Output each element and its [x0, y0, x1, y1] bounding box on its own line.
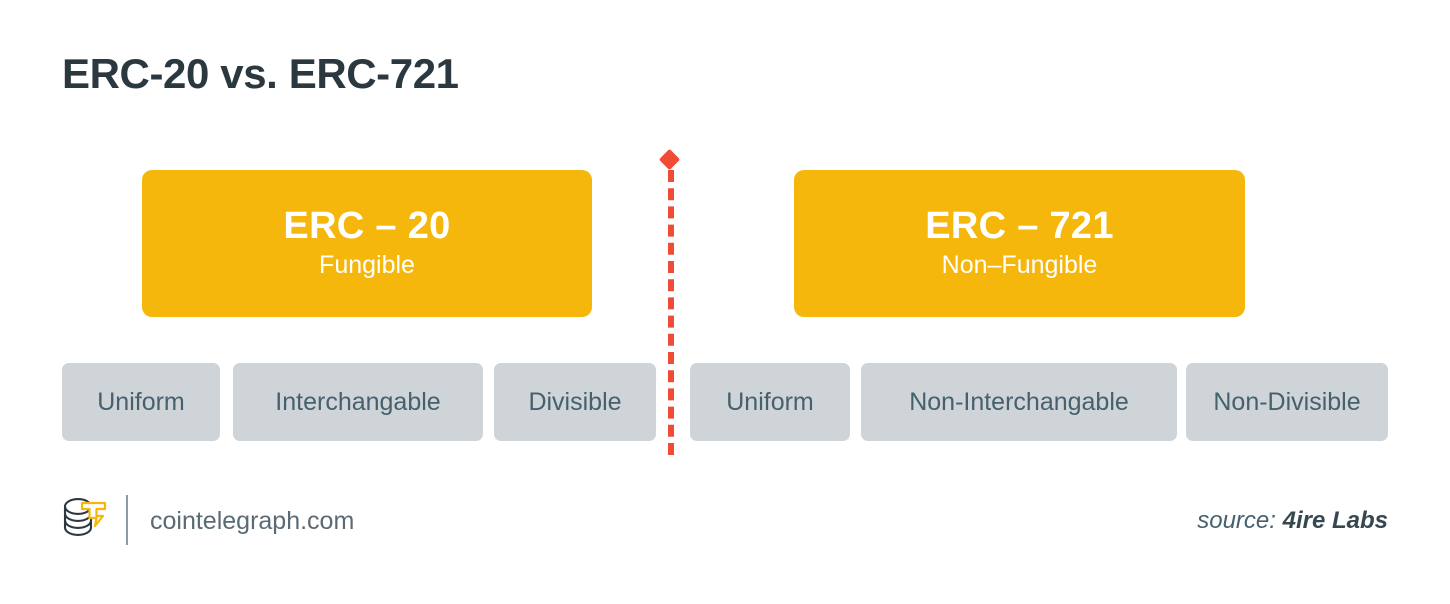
erc20-card-title: ERC – 20 [283, 204, 451, 247]
chip-label: Uniform [97, 387, 185, 416]
footer-source-name: 4ire Labs [1282, 507, 1388, 534]
divider-dashed-line [668, 170, 674, 455]
chip-label: Non-Interchangable [909, 387, 1129, 416]
page-title: ERC-20 vs. ERC-721 [62, 50, 459, 97]
cointelegraph-coin-bolt-logo-icon [58, 494, 110, 546]
erc721-attribute-chip: Uniform [690, 363, 850, 441]
chip-label: Non-Divisible [1213, 387, 1361, 416]
diamond-marker-icon [658, 148, 681, 171]
erc20-card-subtitle: Fungible [319, 251, 415, 280]
erc721-attribute-chip: Non-Divisible [1186, 363, 1388, 441]
chip-label: Uniform [726, 387, 814, 416]
erc20-attribute-chip: Uniform [62, 363, 220, 441]
chip-label: Divisible [528, 387, 622, 416]
footer-divider [126, 495, 128, 545]
erc20-attribute-chip: Interchangable [233, 363, 483, 441]
erc20-card: ERC – 20 Fungible [142, 170, 592, 317]
center-divider [658, 148, 681, 455]
erc721-card: ERC – 721 Non–Fungible [794, 170, 1245, 317]
erc20-attribute-chip: Divisible [494, 363, 656, 441]
footer-source-label: source: [1197, 507, 1276, 534]
footer-source: source: 4ire Labs [1197, 507, 1388, 535]
erc721-card-title: ERC – 721 [925, 204, 1114, 247]
erc721-attribute-chip: Non-Interchangable [861, 363, 1177, 441]
footer-site-label: cointelegraph.com [150, 507, 355, 535]
chip-label: Interchangable [275, 387, 441, 416]
erc721-card-subtitle: Non–Fungible [941, 251, 1098, 280]
